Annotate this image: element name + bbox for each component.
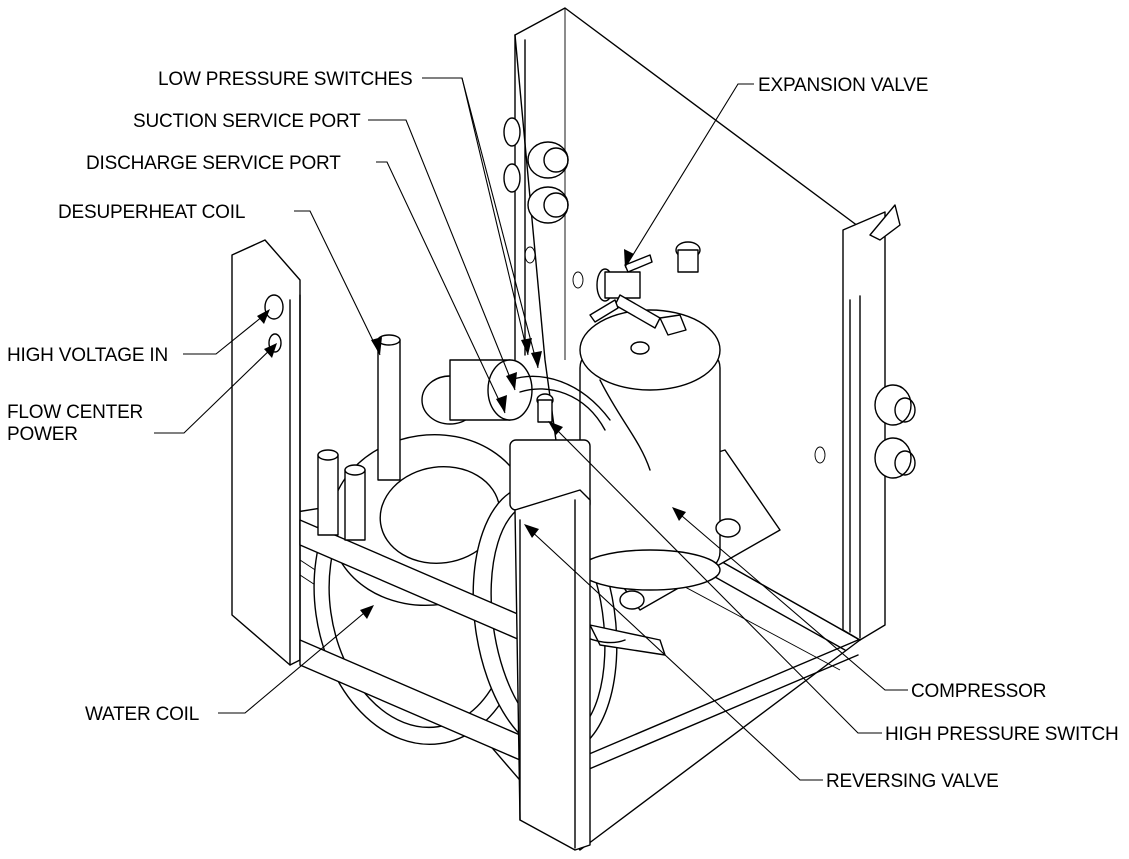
water-connections-back — [503, 117, 569, 224]
label-desuperheat-coil: DESUPERHEAT COIL — [58, 202, 245, 223]
label-discharge-service-port: DISCHARGE SERVICE PORT — [86, 153, 341, 174]
left-corner-post — [231, 239, 301, 666]
label-reversing-valve: REVERSING VALVE — [826, 771, 999, 792]
label-high-pressure-switch: HIGH PRESSURE SWITCH — [885, 724, 1119, 745]
right-corner-post — [842, 204, 901, 641]
label-low-pressure-switches: LOW PRESSURE SWITCHES — [158, 69, 412, 90]
front-center-post — [514, 489, 591, 851]
label-expansion-valve: EXPANSION VALVE — [758, 75, 928, 96]
label-flow-center-power-line1: FLOW CENTER — [7, 402, 143, 423]
label-compressor: COMPRESSOR — [911, 681, 1046, 702]
label-high-voltage-in: HIGH VOLTAGE IN — [7, 345, 168, 366]
compressor-body — [559, 309, 781, 611]
leader-lines — [154, 77, 908, 781]
label-water-coil: WATER COIL — [85, 704, 199, 725]
water-connections-right — [874, 384, 916, 479]
expansion-valve — [589, 241, 701, 336]
callout-labels: LOW PRESSURE SWITCHES SUCTION SERVICE PO… — [7, 69, 1119, 792]
label-suction-service-port: SUCTION SERVICE PORT — [133, 111, 361, 132]
desuperheat-coil — [317, 334, 533, 541]
label-flow-center-power-line2: POWER — [7, 424, 78, 445]
